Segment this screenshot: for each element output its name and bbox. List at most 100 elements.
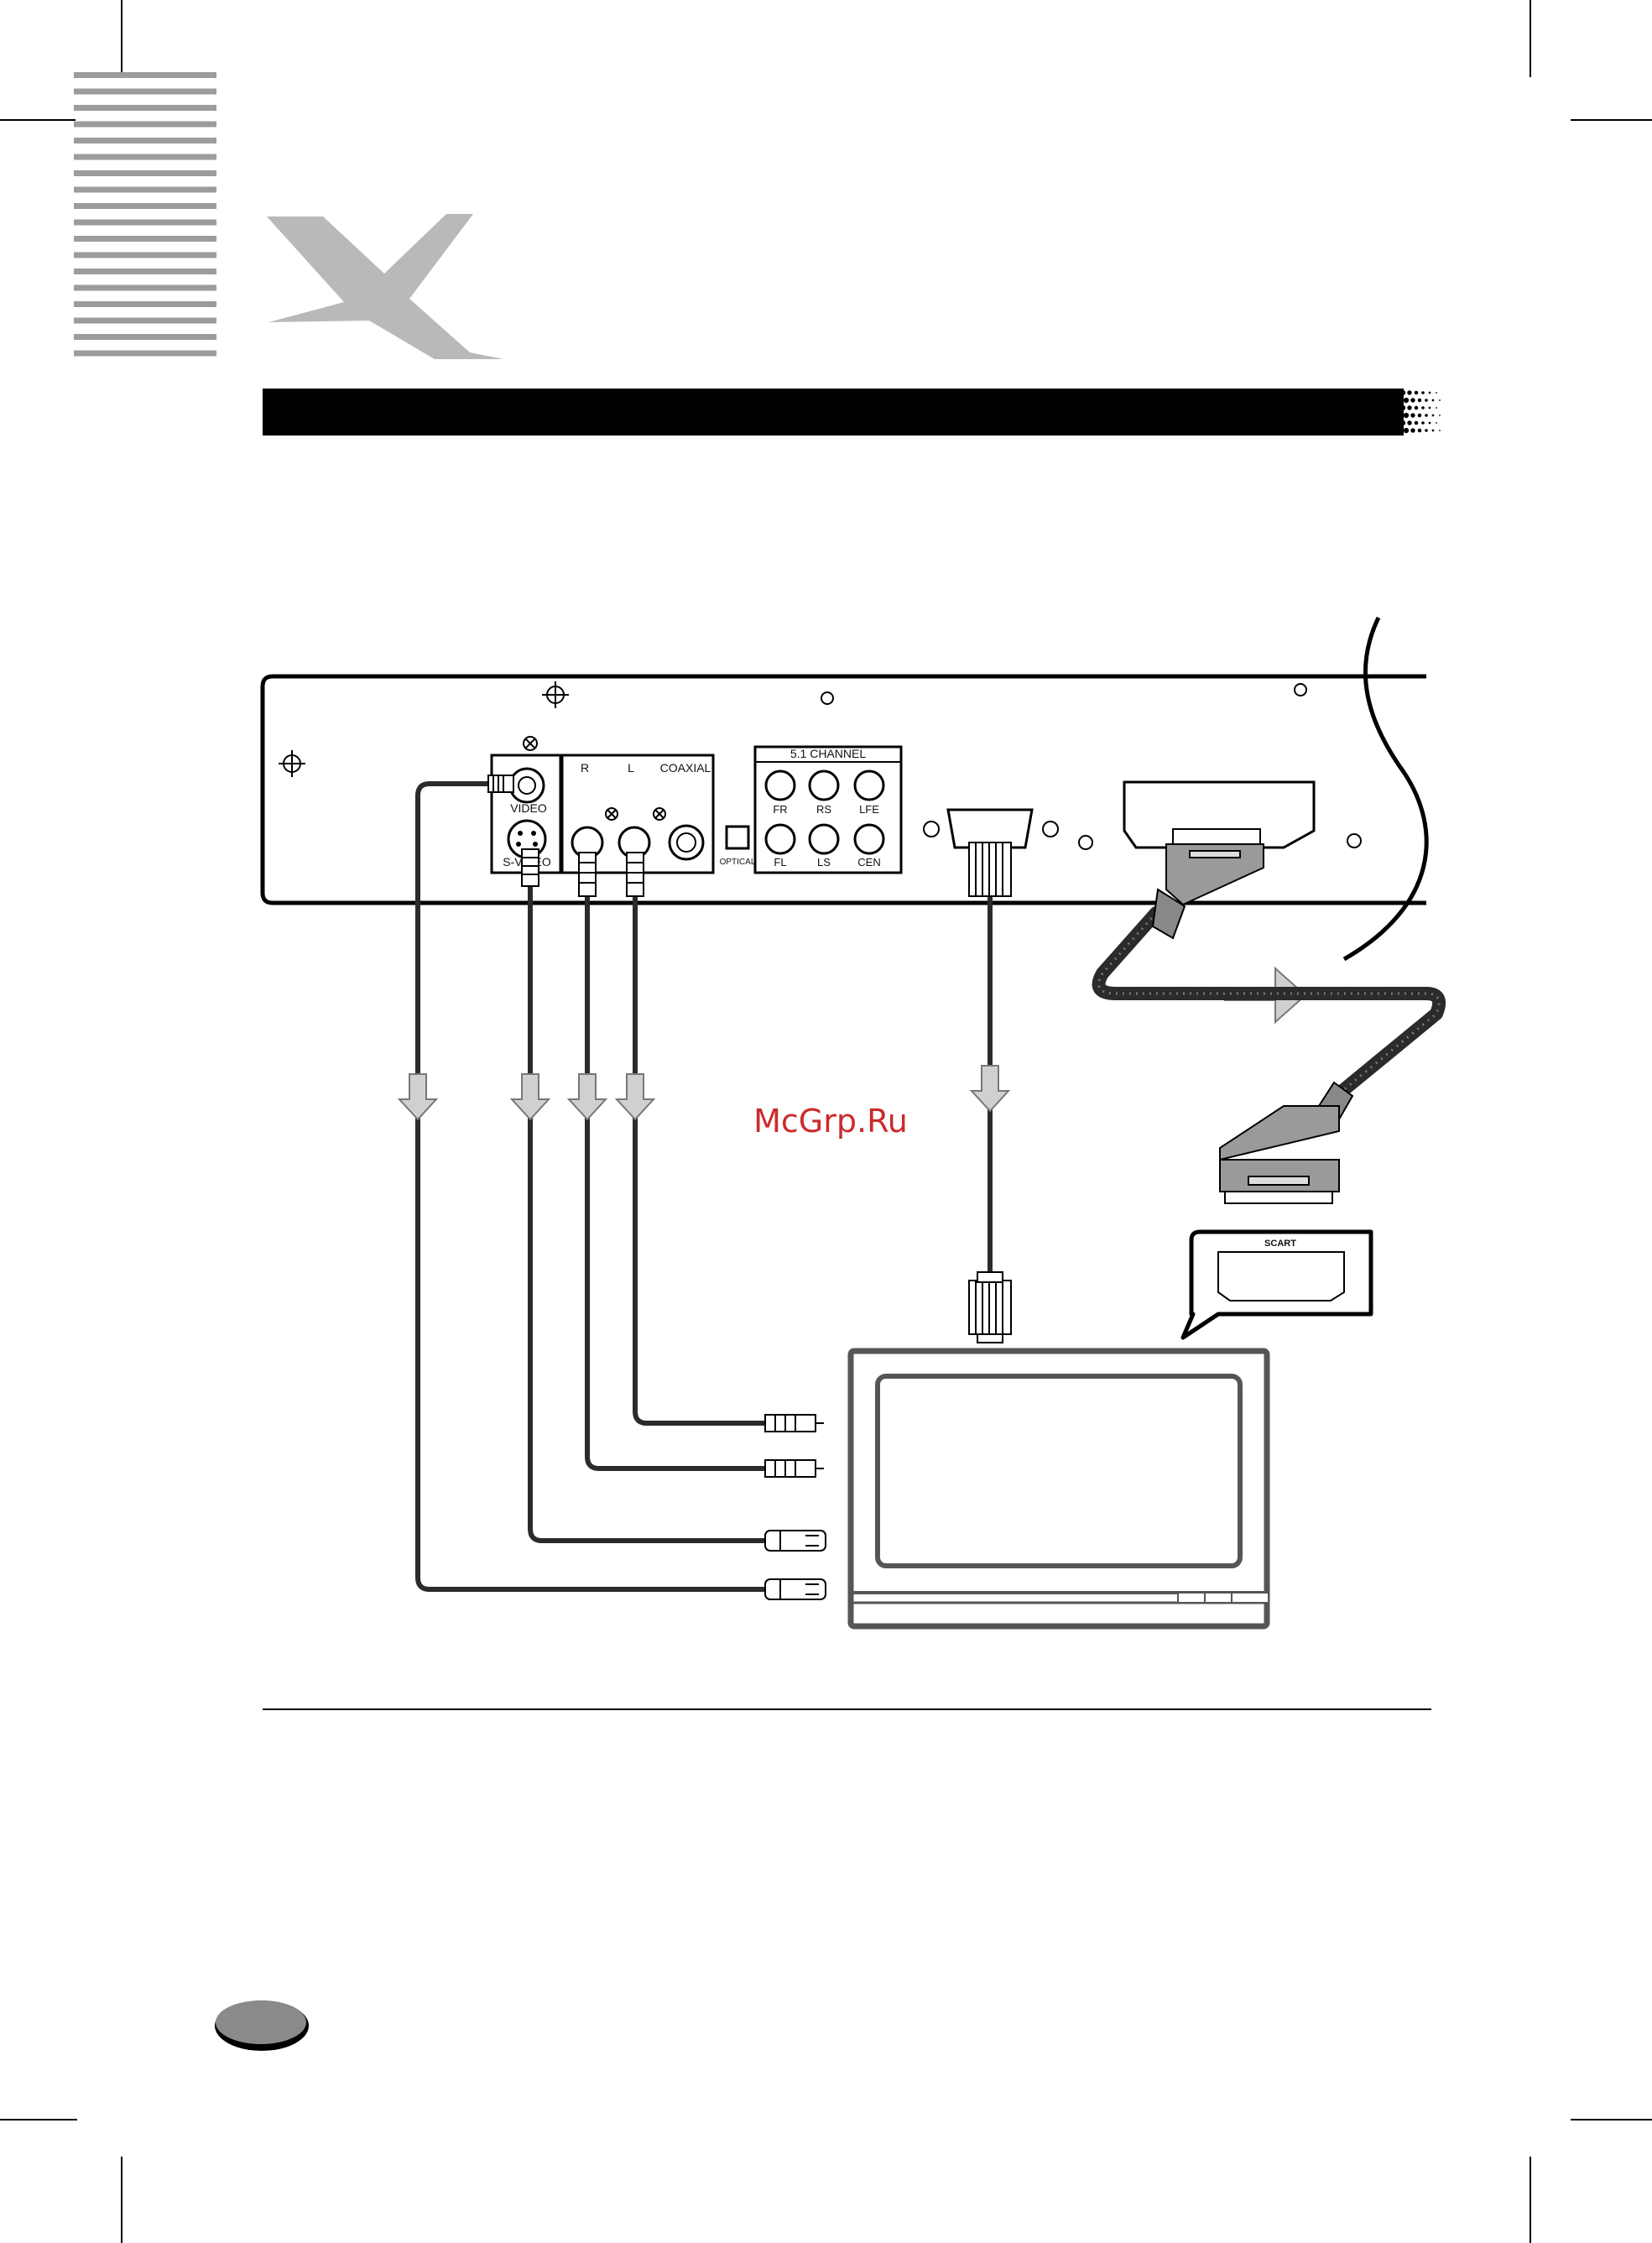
rs-label: RS [816, 803, 831, 816]
audio-right-cable [587, 889, 763, 1468]
halftone-dot [1396, 397, 1402, 403]
video-plug [488, 775, 513, 792]
fl-label: FL [774, 856, 786, 869]
tv-set [851, 1351, 1269, 1626]
svideo-plug [522, 849, 539, 886]
coaxial-label: COAXIAL [660, 761, 711, 775]
header-stripe [74, 301, 216, 307]
header-stripe [74, 318, 216, 324]
fr-jack [766, 771, 795, 800]
optical-port [727, 827, 748, 848]
scart-callout: SCART [1183, 1232, 1371, 1338]
halftone-dot [1432, 399, 1435, 402]
x-logo [267, 214, 503, 359]
header-stripe [74, 187, 216, 193]
scart-plug-top [1153, 829, 1264, 938]
halftone-dot [1396, 412, 1402, 418]
fl-jack [766, 825, 795, 853]
video-arrow-icon [399, 1074, 436, 1119]
ls-jack [810, 825, 838, 853]
scart-callout-label: SCART [1264, 1239, 1296, 1249]
reg-mark-1 [542, 681, 569, 708]
cen-label: CEN [857, 856, 880, 869]
header-stripe [74, 138, 216, 143]
halftone-dot [1393, 420, 1399, 425]
header-stripe [74, 89, 216, 95]
tv-plugs [765, 1415, 826, 1599]
halftone-dot [1407, 405, 1411, 409]
svideo-tv-plug [765, 1531, 826, 1551]
halftone-dot [1418, 414, 1422, 418]
header-stripe [74, 72, 216, 78]
video-tv-plug [765, 1579, 826, 1599]
tv-screen [878, 1376, 1240, 1566]
halftone-dot [1421, 421, 1425, 425]
halftone-dot [1436, 407, 1437, 409]
panel-screw-1 [821, 692, 833, 704]
title-bar [263, 389, 1441, 436]
halftone-dot [1436, 392, 1437, 394]
header-stripe [74, 269, 216, 274]
header-stripe [74, 334, 216, 340]
audio-right-label: R [581, 761, 589, 775]
halftone-dot [1410, 398, 1415, 402]
halftone-dot [1415, 391, 1419, 395]
halftone-dot [1407, 390, 1411, 394]
header-stripe [74, 170, 216, 176]
audio-left-plug [627, 853, 644, 896]
screw-coaxial-icon [654, 808, 665, 820]
halftone-dot [1415, 406, 1419, 410]
watermark: McGrp.Ru [753, 1103, 908, 1140]
header-stripe [74, 285, 216, 291]
svideo-cable [530, 881, 763, 1541]
halftone-dot [1439, 415, 1441, 416]
cen-jack [855, 825, 883, 853]
svideo-arrow-icon [512, 1074, 549, 1119]
panel-screw-2 [1295, 684, 1306, 696]
optical-label: OPTICAL [720, 858, 756, 867]
header-stripe [74, 220, 216, 226]
halftone-dot [1410, 428, 1415, 432]
audio-left-arrow-icon [617, 1074, 654, 1119]
player-rear-panel: VIDEO S-VIDEO R L COAXIAL OPTICAL 5.1 CH… [263, 618, 1426, 959]
header-stripe [74, 236, 216, 242]
page-number-badge [215, 2000, 309, 2051]
halftone-dot [1421, 391, 1425, 394]
scart-plug-bottom [1220, 1082, 1352, 1203]
audio-left-tv-plug [765, 1415, 816, 1432]
halftone-dot [1439, 430, 1441, 431]
video-jack [510, 769, 544, 802]
channel-51-header: 5.1 CHANNEL [790, 747, 866, 760]
vga-arrow-icon [972, 1066, 1008, 1111]
halftone-dot [1410, 413, 1415, 417]
header-stripe [74, 203, 216, 209]
halftone-dot [1418, 429, 1422, 433]
halftone-dot [1418, 399, 1422, 403]
lfe-jack [855, 771, 883, 800]
tv-scart-port [1218, 1252, 1344, 1301]
header-stripe [74, 105, 216, 111]
halftone-dot [1436, 422, 1437, 424]
reg-mark-2 [279, 750, 305, 777]
header-stripe [74, 351, 216, 357]
halftone-dot [1432, 415, 1435, 417]
halftone-dot [1404, 428, 1409, 433]
audio-right-arrow-icon [569, 1074, 606, 1119]
video-label: VIDEO [510, 801, 547, 815]
halftone-dot [1400, 420, 1405, 425]
halftone-dot [1439, 399, 1441, 401]
screw-audio-icon [606, 808, 618, 820]
tv-control-buttons [1178, 1593, 1269, 1603]
fr-label: FR [773, 803, 787, 816]
ls-label: LS [817, 856, 831, 869]
audio-left-cable [635, 889, 763, 1423]
halftone-dot [1421, 406, 1425, 409]
scart-cable [1099, 829, 1440, 1203]
halftone-dot [1415, 421, 1419, 425]
halftone-dot [1425, 429, 1428, 432]
halftone-dot [1429, 422, 1431, 425]
halftone-dot [1404, 413, 1409, 418]
halftone-dot [1429, 407, 1431, 409]
halftone-dot [1425, 414, 1428, 417]
